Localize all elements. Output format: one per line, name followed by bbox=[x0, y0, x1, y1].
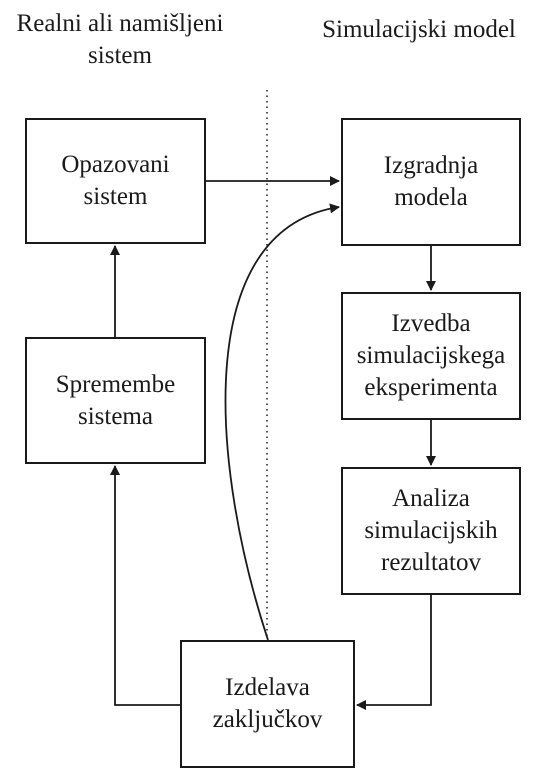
conclusions-box: Izdelava zaključkov bbox=[180, 640, 355, 768]
simulation-model-heading: Simulacijski model bbox=[322, 16, 516, 43]
results-analysis-box: Analiza simulacijskih rezultatov bbox=[341, 467, 521, 595]
simulation-experiment-box: Izvedba simulacijskega eksperimenta bbox=[341, 292, 521, 420]
real-system-heading: Realni ali namišljeni sistem bbox=[16, 10, 224, 69]
observed-system-box: Opazovani sistem bbox=[25, 118, 206, 244]
arrow-conclusions-to-changes bbox=[110, 465, 180, 706]
system-changes-box: Spremembe sistema bbox=[25, 337, 206, 464]
model-building-box: Izgradnja modela bbox=[341, 118, 521, 246]
arrow-conclusions-to-model bbox=[224, 203, 340, 641]
arrow-analysis-to-conclusions bbox=[356, 595, 432, 710]
